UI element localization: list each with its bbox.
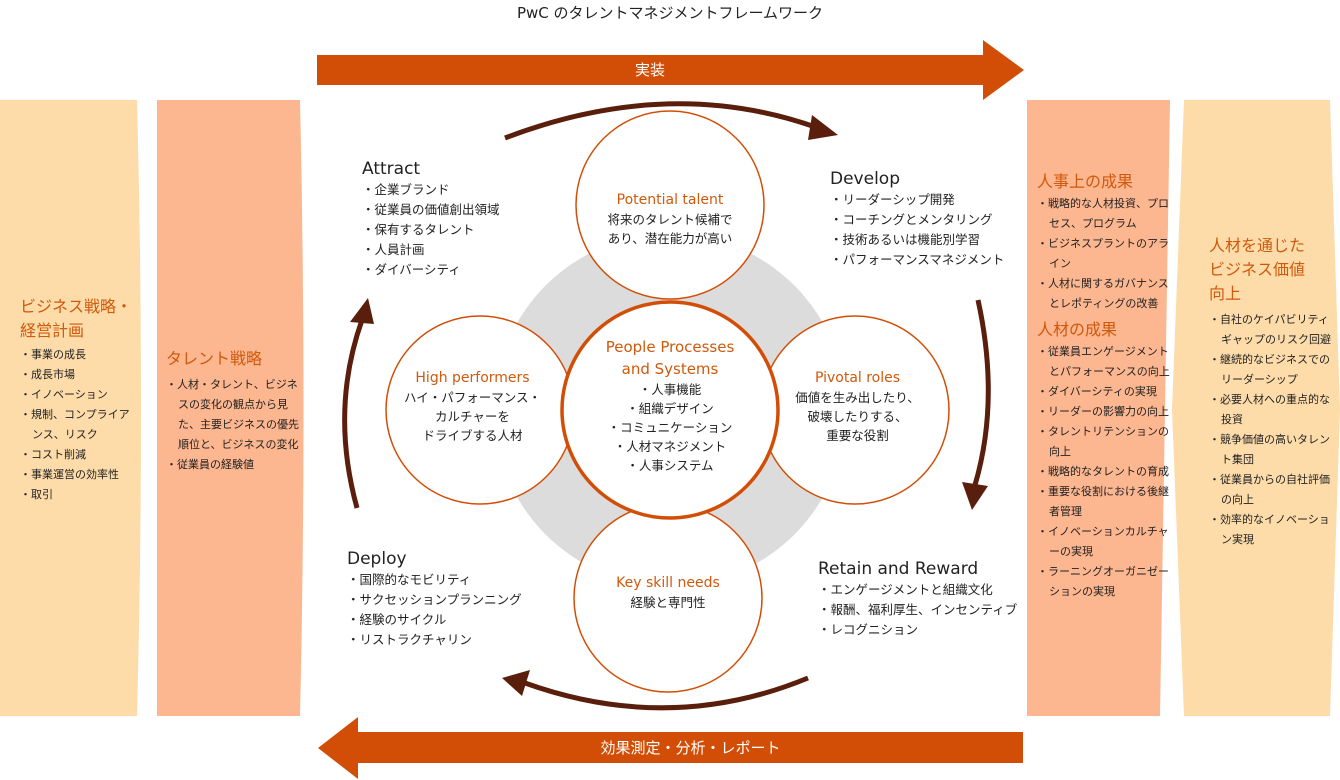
circle-line: 重要な役割	[826, 428, 889, 443]
business-value-content: 人材を通じた ビジネス価値 向上 自社のケイパビリティギャップのリスク回避 継続…	[1209, 234, 1331, 550]
hr-outcomes-content: 人事上の成果 戦略的な人材投資、プロセス、プログラム ビジネスプラントのアライン…	[1037, 170, 1177, 602]
list-item: 取引	[20, 485, 140, 505]
measurement-label: 効果測定・分析・レポート	[600, 739, 781, 757]
list-item: 事業運営の効率性	[20, 465, 140, 485]
measurement-arrow	[318, 717, 1023, 779]
list-item: ラーニングオーガニゼーションの実現	[1037, 562, 1177, 602]
retain-reward-section: Retain and Reward エンゲージメントと組織文化 報酬、福利厚生、…	[818, 558, 1017, 640]
list-item: タレントリテンションの向上	[1037, 422, 1177, 462]
list-item: 報酬、福利厚生、インセンティブ	[818, 600, 1018, 620]
circle-line: あり、潜在能力が高い	[607, 231, 733, 246]
key-skill-needs-text: Key skill needs 経験と専門性	[578, 573, 758, 612]
circle-line: ハイ・パフォーマンス・	[403, 390, 541, 405]
list-item: 継続的なビジネスでのリーダーシップ	[1209, 350, 1331, 390]
list-item: リーダーの影響力の向上	[1037, 402, 1177, 422]
list-item: イノベーションカルチャーの実現	[1037, 522, 1177, 562]
circle-title: High performers	[415, 370, 530, 386]
circle-potential-talent	[575, 110, 765, 300]
list-item: 規制、コンプライアンス、リスク	[20, 405, 140, 445]
list-item: ダイバーシティ	[362, 260, 500, 280]
list-item: 従業員エンゲージメントとパフォーマンスの向上	[1037, 342, 1177, 382]
panel-heading: 向上	[1209, 284, 1242, 303]
section-title: Develop	[830, 169, 900, 189]
list-item: ビジネスプラントのアライン	[1037, 234, 1177, 274]
circle-title: Potential talent	[616, 192, 724, 208]
list-item: 従業員からの自社評価の向上	[1209, 470, 1331, 510]
circle-line: ・人事システム	[626, 458, 714, 473]
list-item: エンゲージメントと組織文化	[818, 580, 1017, 600]
list-item: リーダーシップ開発	[830, 190, 1004, 210]
list-item: イノベーション	[20, 385, 140, 405]
list-item: ダイバーシティの実現	[1037, 382, 1177, 402]
list-item: 経験のサイクル	[347, 610, 522, 630]
list-item: 従業員の価値創出領域	[362, 200, 500, 220]
circle-title: Pivotal roles	[814, 370, 901, 386]
circle-people-processes	[560, 300, 780, 520]
circle-title: Key skill needs	[616, 575, 720, 591]
circle-title: and Systems	[621, 360, 719, 378]
develop-section: Develop リーダーシップ開発 コーチングとメンタリング 技術あるいは機能別…	[830, 168, 1004, 270]
list-item: 技術あるいは機能別学習	[830, 230, 1004, 250]
circle-line: ・組織デザイン	[626, 401, 714, 416]
list-item: 効率的なイノベーション実現	[1209, 510, 1331, 550]
list-item: 従業員の経験値	[166, 455, 306, 475]
panel-heading: 人事上の成果	[1037, 172, 1134, 191]
list-item: 重要な役割における後継者管理	[1037, 482, 1177, 522]
high-performers-text: High performers ハイ・パフォーマンス・ カルチャーを ドライブす…	[390, 368, 555, 445]
panel-heading: 人材を通じた	[1209, 236, 1306, 255]
circle-line: 破壊したりする、	[807, 409, 908, 424]
circle-line: ドライブする人材	[422, 428, 523, 443]
list-item: コーチングとメンタリング	[830, 210, 1004, 230]
list-item: 戦略的な人材投資、プロセス、プログラム	[1037, 194, 1177, 234]
list-item: 事業の成長	[20, 345, 140, 365]
list-item: 人員計画	[362, 240, 500, 260]
list-item: 人材に関するガバナンスとレポティングの改善	[1037, 274, 1177, 314]
list-item: 自社のケイパビリティギャップのリスク回避	[1209, 310, 1331, 350]
implementation-label: 実装	[634, 61, 665, 79]
panel-heading: ビジネス戦略・	[20, 297, 133, 316]
list-item: 成長市場	[20, 365, 140, 385]
circle-line: ・人事機能	[638, 382, 702, 397]
circle-line: ・コミュニケーション	[607, 420, 733, 435]
list-item: コスト削減	[20, 445, 140, 465]
business-strategy-content: ビジネス戦略・ 経営計画 事業の成長 成長市場 イノベーション 規制、コンプライ…	[20, 295, 140, 505]
pivotal-roles-text: Pivotal roles 価値を生み出したり、 破壊したりする、 重要な役割	[770, 368, 945, 445]
list-item: 保有するタレント	[362, 220, 500, 240]
section-title: Attract	[362, 159, 421, 179]
circle-line: 価値を生み出したり、	[795, 390, 920, 405]
list-item: 国際的なモビリティ	[347, 570, 522, 590]
panel-heading: 経営計画	[20, 321, 85, 340]
cycle-arrow-bottom	[524, 675, 809, 711]
implementation-arrow	[317, 40, 1024, 100]
list-item: 人材・タレント、ビジネスの変化の観点から見た、主要ビジネスの優先順位と、ビジネス…	[166, 375, 306, 455]
cycle-arrow-right	[972, 299, 991, 486]
list-item: パフォーマンスマネジメント	[830, 250, 1005, 270]
section-title: Retain and Reward	[818, 559, 979, 579]
list-item: 競争価値の高いタレント集団	[1209, 430, 1331, 470]
section-title: Deploy	[347, 549, 407, 569]
list-item: レコグニション	[818, 620, 1017, 640]
attract-section: Attract 企業ブランド 従業員の価値創出領域 保有するタレント 人員計画 …	[362, 158, 500, 280]
panel-heading: ビジネス価値	[1209, 260, 1306, 279]
list-item: 必要人材への重点的な投資	[1209, 390, 1331, 430]
panel-heading: 人材の成果	[1037, 320, 1118, 339]
circle-line: 将来のタレント候補で	[607, 212, 733, 227]
list-item: 戦略的なタレントの育成	[1037, 462, 1177, 482]
people-processes-text: People Processes and Systems ・人事機能 ・組織デザ…	[580, 336, 760, 475]
circle-line: ・人材マネジメント	[613, 439, 727, 454]
circle-line: 経験と専門性	[630, 595, 706, 610]
list-item: サクセッションプランニング	[347, 590, 522, 610]
circle-line: カルチャーを	[435, 409, 510, 424]
cycle-arrow-top	[504, 101, 819, 141]
list-item: 企業ブランド	[362, 180, 500, 200]
panel-heading: タレント戦略	[166, 349, 263, 368]
deploy-section: Deploy 国際的なモビリティ サクセッションプランニング 経験のサイクル リ…	[347, 548, 522, 650]
circle-title: People Processes	[605, 338, 735, 356]
potential-talent-text: Potential talent 将来のタレント候補で あり、潜在能力が高い	[580, 190, 760, 248]
cycle-arrow-left	[342, 319, 365, 509]
page-title: PwC のタレントマネジメントフレームワーク	[516, 4, 824, 22]
talent-strategy-content: タレント戦略 人材・タレント、ビジネスの変化の観点から見た、主要ビジネスの優先順…	[166, 347, 306, 475]
list-item: リストラクチャリン	[347, 630, 522, 650]
